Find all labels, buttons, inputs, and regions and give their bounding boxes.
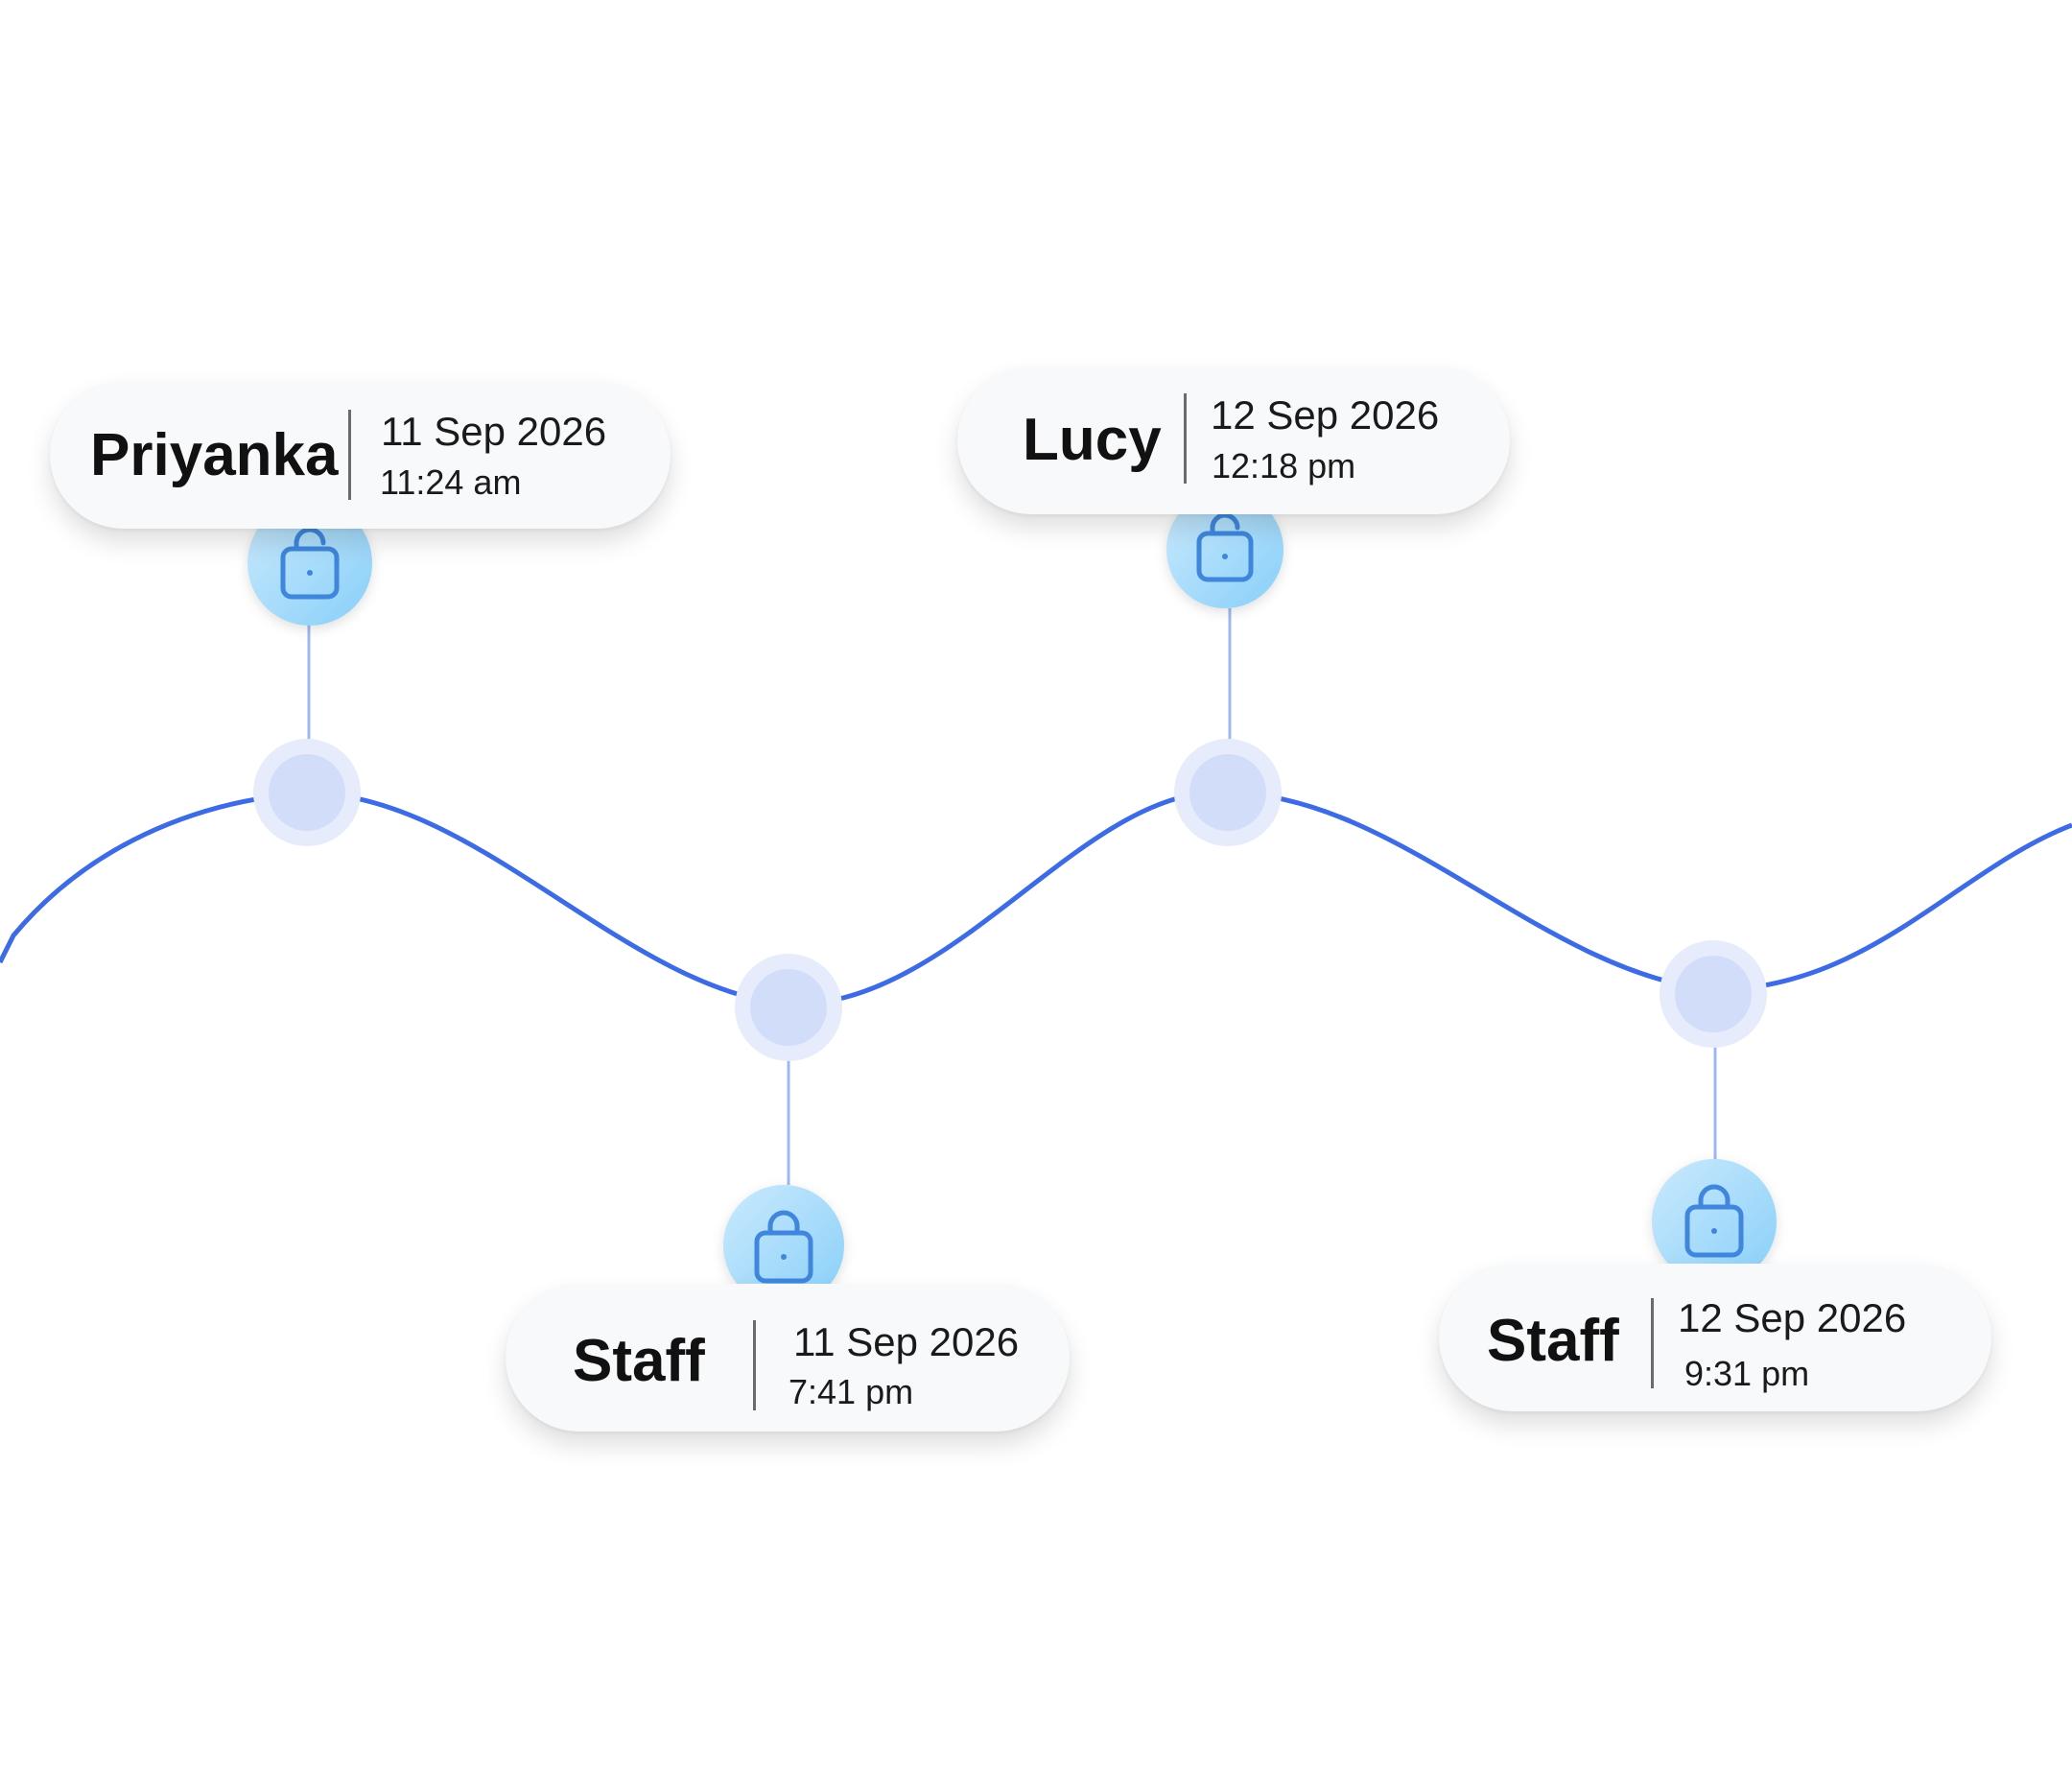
card-divider	[1184, 393, 1187, 484]
node-halo-inner	[1675, 956, 1752, 1032]
unlocked-padlock-icon	[1196, 512, 1254, 582]
node-halo-inner	[269, 754, 345, 831]
lock-badge[interactable]	[723, 1185, 844, 1306]
event-time: 11:24 am	[380, 462, 522, 502]
event-time: 12:18 pm	[1212, 446, 1356, 485]
locked-padlock-icon	[1684, 1184, 1744, 1258]
node-halo-inner	[1189, 754, 1266, 831]
timeline-node-priyanka	[247, 501, 372, 846]
event-time: 9:31 pm	[1684, 1354, 1810, 1393]
event-name: Staff	[573, 1328, 705, 1394]
timeline-node-lucy	[1166, 491, 1283, 846]
event-card-priyanka[interactable]: Priyanka 11 Sep 2026 11:24 am	[50, 381, 671, 529]
lock-badge[interactable]	[1652, 1159, 1777, 1284]
timeline-node-staff-2	[1652, 940, 1777, 1284]
node-halo-inner	[750, 969, 827, 1046]
event-date: 12 Sep 2026	[1678, 1295, 1907, 1340]
event-date: 11 Sep 2026	[381, 409, 607, 454]
locked-padlock-icon	[754, 1210, 813, 1284]
event-card-staff-2[interactable]: Staff 12 Sep 2026 9:31 pm	[1439, 1264, 1991, 1411]
event-name: Staff	[1487, 1308, 1619, 1374]
timeline-node-staff-1	[723, 954, 844, 1306]
card-divider	[1651, 1298, 1654, 1388]
card-divider	[348, 410, 351, 500]
event-name: Lucy	[1023, 407, 1162, 473]
event-date: 12 Sep 2026	[1211, 392, 1440, 438]
event-card-staff-1[interactable]: Staff 11 Sep 2026 7:41 pm	[506, 1284, 1070, 1432]
event-time: 7:41 pm	[789, 1372, 914, 1411]
lock-badge[interactable]	[247, 501, 372, 626]
event-name: Priyanka	[90, 422, 339, 488]
unlocked-padlock-icon	[280, 527, 340, 600]
lock-badge[interactable]	[1166, 491, 1283, 608]
event-card-lucy[interactable]: Lucy 12 Sep 2026 12:18 pm	[957, 367, 1510, 514]
card-divider	[753, 1320, 756, 1410]
event-date: 11 Sep 2026	[793, 1319, 1020, 1364]
